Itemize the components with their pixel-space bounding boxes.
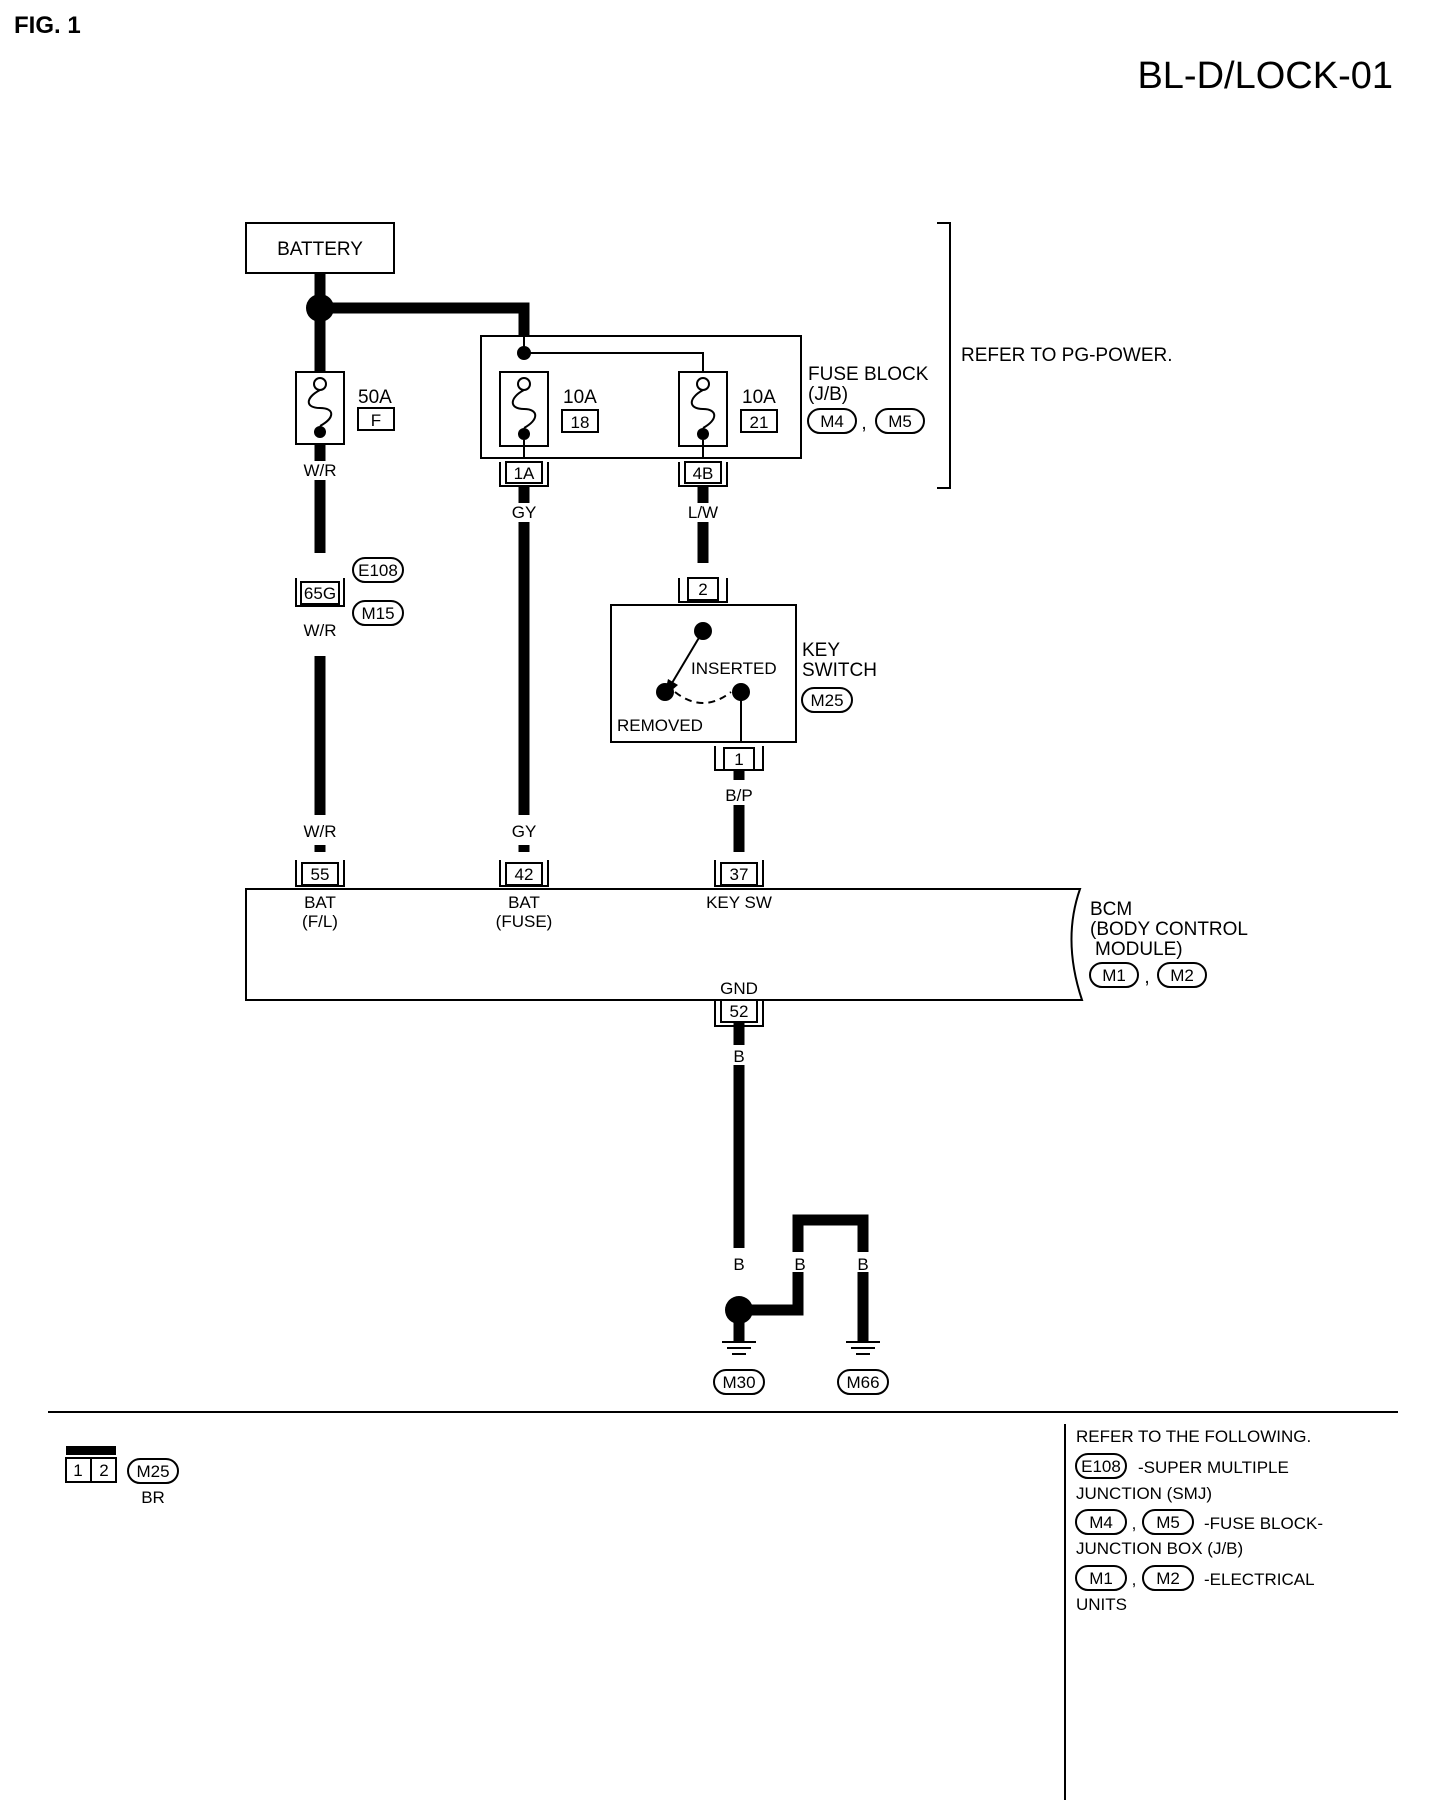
key-switch-label: KEY bbox=[802, 640, 840, 661]
key-switch-label: SWITCH bbox=[802, 660, 877, 681]
wire-color-label: L/W bbox=[688, 503, 718, 522]
connector-id: M4 bbox=[1089, 1513, 1113, 1532]
connector-id: M1 bbox=[1102, 966, 1126, 985]
wire-color-label: B bbox=[733, 1255, 744, 1274]
connector-id: M30 bbox=[722, 1373, 755, 1392]
wire-harness bbox=[314, 270, 869, 1342]
pin-number: 2 bbox=[698, 580, 707, 599]
legend-desc: -SUPER MULTIPLE bbox=[1138, 1458, 1289, 1477]
svg-text:4B: 4B bbox=[693, 464, 714, 483]
connector-id: M4 bbox=[820, 412, 844, 431]
wire-color-label: B bbox=[794, 1255, 805, 1274]
connector-id: M5 bbox=[1156, 1513, 1180, 1532]
fuse-50a: 50A F bbox=[295, 371, 395, 445]
fuse-id: 18 bbox=[571, 413, 590, 432]
fuse-rating: 50A bbox=[358, 387, 392, 408]
legend-desc: JUNCTION BOX (J/B) bbox=[1076, 1539, 1243, 1558]
pin-sublabel: (FUSE) bbox=[496, 912, 553, 931]
connector-id: E108 bbox=[358, 561, 398, 580]
legend-desc: -ELECTRICAL bbox=[1204, 1570, 1315, 1589]
figure-label: FIG. 1 bbox=[14, 12, 81, 39]
connector-id: M15 bbox=[361, 604, 394, 623]
legend: REFER TO THE FOLLOWING. E108 -SUPER MULT… bbox=[1075, 1427, 1323, 1614]
svg-text:65G: 65G bbox=[304, 584, 336, 603]
wire-color-label: W/R bbox=[303, 621, 336, 640]
smj-connector: 65G E108 M15 bbox=[295, 557, 404, 626]
power-note: REFER TO PG-POWER. bbox=[961, 345, 1173, 366]
fuse-block-sublabel: (J/B) bbox=[808, 384, 848, 405]
connector-id: M2 bbox=[1170, 966, 1194, 985]
legend-title: REFER TO THE FOLLOWING. bbox=[1076, 1427, 1311, 1446]
ground-m30: M30 bbox=[713, 1341, 765, 1395]
fuse-rating: 10A bbox=[742, 387, 776, 408]
state-label: INSERTED bbox=[691, 659, 777, 678]
state-label: REMOVED bbox=[617, 716, 703, 735]
splice-dot bbox=[306, 294, 334, 322]
connector-id: E108 bbox=[1081, 1457, 1121, 1476]
connector-id: M25 bbox=[810, 691, 843, 710]
bracket bbox=[937, 222, 951, 489]
legend-desc: UNITS bbox=[1076, 1595, 1127, 1614]
legend-desc: -FUSE BLOCK- bbox=[1204, 1514, 1323, 1533]
connector-id: M25 bbox=[136, 1462, 169, 1481]
separator: , bbox=[1132, 1570, 1137, 1589]
pin-number: 1 bbox=[73, 1461, 82, 1480]
legend-desc: JUNCTION (SMJ) bbox=[1076, 1484, 1212, 1503]
pin-label: BAT bbox=[508, 893, 540, 912]
terminal-4b: 4B bbox=[678, 461, 728, 487]
wire-color-label: B bbox=[857, 1255, 868, 1274]
pin-label: KEY SW bbox=[706, 893, 772, 912]
separator: , bbox=[1132, 1514, 1137, 1533]
terminal-1a: 1A bbox=[499, 461, 549, 487]
pin-number: 37 bbox=[730, 865, 749, 884]
fuse-rating: 10A bbox=[563, 387, 597, 408]
fuse-block: 10A 18 10A 21 FUSE BLOCK (J/B) M4 , M5 bbox=[480, 335, 929, 459]
connector-id: M1 bbox=[1089, 1569, 1113, 1588]
ground-m66: M66 bbox=[837, 1341, 889, 1395]
pin-number: 2 bbox=[99, 1461, 108, 1480]
battery: BATTERY bbox=[245, 222, 395, 274]
fuse-block-label: FUSE BLOCK bbox=[808, 364, 929, 385]
svg-text:1A: 1A bbox=[514, 464, 535, 483]
connector-id: M66 bbox=[846, 1373, 879, 1392]
bcm-label: MODULE) bbox=[1095, 939, 1183, 960]
pin-number: 1 bbox=[734, 750, 743, 769]
separator: , bbox=[1144, 967, 1149, 988]
connector-id: M5 bbox=[888, 412, 912, 431]
wire-color-label: B bbox=[733, 1047, 744, 1066]
wire-color-label: W/R bbox=[303, 822, 336, 841]
connector-id: M2 bbox=[1156, 1569, 1180, 1588]
wire-color-label: W/R bbox=[303, 461, 336, 480]
splice-dot bbox=[725, 1296, 753, 1324]
connector-view: 1 2 M25 BR bbox=[65, 1446, 179, 1507]
fuse-id: F bbox=[371, 411, 381, 430]
pin-number: 52 bbox=[730, 1002, 749, 1021]
wire-color-label: B/P bbox=[725, 786, 752, 805]
gnd-label: GND bbox=[720, 979, 758, 998]
bcm-module: 55 BAT (F/L) 42 BAT (FUSE) 37 KEY SW GND… bbox=[245, 860, 1248, 1027]
separator: , bbox=[861, 413, 866, 434]
pin-label: BAT bbox=[304, 893, 336, 912]
fuse-id: 21 bbox=[750, 413, 769, 432]
diagram-code: BL-D/LOCK-01 bbox=[1137, 55, 1393, 97]
bcm-label: BCM bbox=[1090, 899, 1132, 920]
battery-label: BATTERY bbox=[277, 239, 363, 260]
wire-color-label: GY bbox=[512, 503, 537, 522]
bcm-label: (BODY CONTROL bbox=[1090, 919, 1248, 940]
pin-number: 42 bbox=[515, 865, 534, 884]
pin-number: 55 bbox=[311, 865, 330, 884]
key-switch: 2 INSERTED REMOVED KEY SWITCH M25 1 bbox=[610, 577, 877, 771]
connector-color: BR bbox=[141, 1488, 165, 1507]
wire-color-label: GY bbox=[512, 822, 537, 841]
pin-sublabel: (F/L) bbox=[302, 912, 338, 931]
